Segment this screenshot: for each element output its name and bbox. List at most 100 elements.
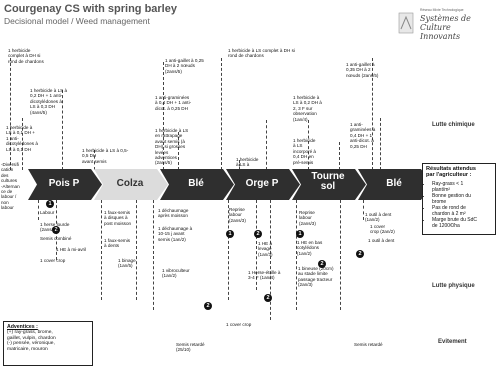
physical-note: 1 Herse-étrille à 3-4 F (1an/4) [248, 270, 281, 281]
rmt-logo: Réseau Mixte Technologique Systèmes de C… [398, 6, 493, 46]
crop-chevron-ble: Blé [160, 169, 234, 200]
guide-line [239, 160, 240, 170]
logo-top-text: Réseau Mixte Technologique [420, 8, 464, 12]
band-avoidance-label: Evitement [438, 339, 467, 345]
physical-note: 1 faux-semis à disques à post moisson [104, 210, 132, 226]
chemical-note: 1 herbicide à LS à 0,1 DH + 1 anti- dico… [6, 125, 38, 152]
physical-note: 1 binage (1an/5) [118, 258, 136, 269]
guide-line [270, 200, 271, 320]
crop-label: Blé [188, 178, 204, 189]
step-badge: 1 [296, 230, 304, 238]
band-chemical-label: Lutte chimique [432, 122, 475, 128]
physical-note: 1 outil à dent (1an/2) [365, 212, 392, 223]
crop-chevron-tournesol: Tourne sol [292, 169, 366, 200]
guide-line [163, 62, 164, 170]
physical-note: Semis combiné [40, 236, 72, 241]
physical-note: 1 déchaumage après moisson [158, 208, 189, 219]
guide-line [363, 200, 364, 220]
physical-note: 1 HE à levage (1an/3) [258, 241, 273, 257]
guide-line [62, 90, 63, 170]
physical-note: 1 cover crop (2an/2) [370, 224, 395, 235]
logo-mark-icon [398, 12, 414, 34]
chemical-note: 1 anti- graminées à 0,4 DH + 1 anti-dico… [350, 122, 376, 149]
chemical-note: 1 herbicide complet à DH si rond de char… [8, 48, 44, 64]
crop-label: Blé [386, 178, 402, 189]
step-badge: 2 [318, 260, 326, 268]
physical-note: 1 outil à dent [368, 238, 395, 243]
guide-line [178, 132, 179, 170]
guide-line [256, 200, 257, 290]
physical-note: 1 vibroculteur (1an/2) [162, 268, 190, 279]
guide-line [38, 200, 39, 220]
crop-label: Orge P [245, 178, 279, 189]
results-item: Bonne gestion du brome [432, 193, 492, 205]
guide-line [308, 120, 309, 170]
crop-chevron-orge: Orge P [226, 169, 300, 200]
page-title: Courgenay CS with spring barley [4, 3, 177, 15]
left-strategy-note: -Diversifi cation des cultures -Alternan… [1, 162, 20, 211]
chemical-note: 1 herbicide à LS complet à DH si rond de… [228, 48, 295, 59]
chemical-note: 1 herbicide à LS à 0,2 DH à 2, 3 F sur o… [293, 95, 322, 122]
step-badge: 1 [46, 200, 54, 208]
guide-line [372, 58, 373, 170]
crop-chevron-ble-2: Blé [358, 169, 432, 200]
physical-note: 1 faux-semis à dents [104, 238, 131, 249]
crop-label: Pois P [48, 178, 80, 189]
guide-line [153, 200, 154, 310]
physical-note: 1 HE à mi-avril [56, 247, 87, 252]
expected-results-box: Résultats attendus par l'agriculteur : R… [422, 163, 496, 235]
guide-line [22, 118, 23, 170]
physical-note: 1 herse lourde (2ans/5) [40, 222, 70, 233]
guide-line [136, 200, 137, 300]
results-item: Ray-grass < 1 plant/m² [432, 181, 492, 193]
crop-label: Colza [116, 178, 144, 189]
avoidance-note: Semis retardé (25/10) [176, 342, 205, 353]
step-badge: 2 [254, 230, 262, 238]
guide-line [228, 200, 229, 300]
chemical-note: 1 anti-gaillet à 0,25 DH à 2 nœuds (2ans… [165, 58, 204, 74]
physical-note: Reprise labour (2ans/3) [299, 210, 316, 226]
guide-line [340, 200, 341, 310]
chemical-note: 1 herbicide à LS à 0,5- 0,5 DH avant sem… [82, 148, 129, 164]
physical-note: 1 HE en bas cotylédons (1an/2) [297, 240, 323, 256]
chemical-note: 1 herbicide à LS incorporé à 0,4 DH en p… [293, 138, 316, 165]
chemical-note: 1 anti-graminées à 0,4 DH + 1 anti- dico… [155, 95, 192, 111]
chemical-note: 1 herbicide à LS à 0,2 DH + 1 anti- dico… [30, 88, 68, 115]
guide-line [10, 58, 11, 170]
guide-line [221, 58, 222, 170]
band-physical-label: Lutte physique [432, 283, 475, 289]
step-badge: 2 [204, 302, 212, 310]
chemical-note: 1 herbicide à LS en rattrapage avant sem… [155, 128, 189, 166]
logo-name-line-2: Culture Innovants [420, 23, 461, 41]
guide-line [339, 142, 340, 170]
guide-line [296, 200, 297, 310]
step-badge: 1 [226, 230, 234, 238]
logo-name-line-1: Systèmes de [420, 14, 471, 23]
step-badge: 2 [52, 226, 60, 234]
avoidance-note: Semis retardé [354, 342, 383, 347]
results-item: Pas de rond de chardon à 2 m² [432, 205, 492, 217]
guide-line [380, 118, 381, 170]
physical-note: 1 cover crop [226, 322, 252, 327]
physical-note: Labour [40, 210, 55, 215]
physical-note: 1 déchaumage à 10-15 j avant semis (1an/… [158, 226, 193, 242]
adventices-text: (+) ray-grass, brome, gaillet, vulpin, c… [7, 330, 56, 353]
physical-note: Reprise labour (2ans/3) [229, 207, 246, 223]
physical-note: 1 cover crop [40, 258, 66, 263]
physical-note: 1 bineuse (20cm) au stade limite passage… [298, 266, 334, 288]
results-title: Résultats attendus par l'agriculteur : [426, 166, 477, 179]
step-badge: 2 [356, 250, 364, 258]
crop-chevron-colza: Colza [94, 169, 168, 200]
guide-line [101, 200, 102, 300]
step-badge: 2 [264, 294, 272, 302]
crop-chevron-pois: Pois P [28, 169, 102, 200]
crop-label: Tourne sol [311, 171, 345, 192]
guide-line [266, 120, 267, 170]
adventices-title: Adventices : [7, 324, 38, 330]
guide-line [94, 150, 95, 170]
page-subtitle: Decisional model / Weed management [4, 16, 150, 26]
results-list: Ray-grass < 1 plant/m² Bonne gestion du … [426, 181, 492, 229]
chemical-note: 1 anti-gaillet à 0,35 DH à 2 nœuds (2ans… [346, 62, 379, 78]
results-item: Marge brute du SdC de 1200€/ha [432, 217, 492, 229]
adventices-box: Adventices : (+) ray-grass, brome, gaill… [3, 321, 93, 366]
